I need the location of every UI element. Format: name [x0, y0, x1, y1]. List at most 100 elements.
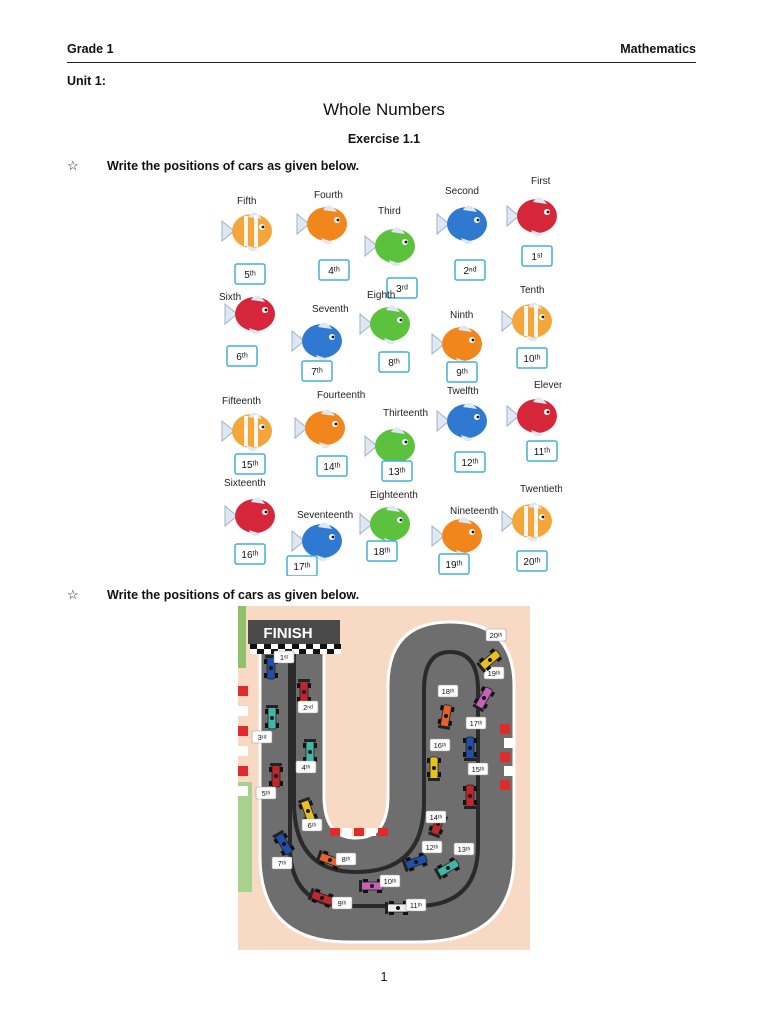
fish-answer: 13ᵗʰ: [388, 467, 405, 478]
race-car-item: 13ᵗʰ: [433, 842, 475, 880]
race-car-item: 17ᵗʰ: [463, 716, 487, 761]
fish-icon: [291, 322, 342, 362]
car-position-label: 18ᵗʰ: [442, 687, 455, 696]
car-position-tag: [379, 874, 401, 888]
fish-icon: [296, 205, 347, 245]
race-car-item: 7ᵗʰ: [271, 829, 296, 870]
race-car-icon: [401, 852, 428, 873]
fish-ordinal-word: Eleventh: [534, 380, 562, 391]
car-position-tag: [335, 852, 357, 866]
answer-box: [234, 543, 266, 565]
fish-item: Second 2ⁿᵈ: [436, 186, 487, 281]
car-position-tag: [485, 628, 507, 642]
fish-answer: 10ᵗʰ: [523, 354, 540, 365]
fish-answer: 3ʳᵈ: [396, 284, 408, 295]
fish-icon: [436, 402, 487, 442]
car-position-tag: [437, 684, 459, 698]
fish-answer: 12ᵗʰ: [461, 458, 478, 469]
fish-icon: [431, 517, 482, 557]
race-car-item: 18ᵗʰ: [437, 684, 459, 730]
fish-ordinal-word: Second: [445, 186, 479, 197]
car-position-tag: [421, 840, 443, 854]
car-position-label: 4ᵗʰ: [302, 763, 311, 772]
answer-box: [226, 345, 258, 367]
fish-icon: [501, 302, 552, 342]
car-position-label: 7ᵗʰ: [278, 859, 287, 868]
fish-icon: [436, 205, 487, 245]
race-car-item: 3ʳᵈ: [251, 705, 279, 744]
star-icon: ☆: [67, 158, 79, 173]
race-car-item: 12ᵗʰ: [401, 840, 443, 873]
fish-answer: 9ᵗʰ: [456, 368, 468, 379]
race-car-item: 5ᵗʰ: [255, 763, 283, 800]
race-car-item: 8ᵗʰ: [315, 849, 357, 870]
fish-answer: 11ᵗʰ: [534, 447, 551, 458]
answer-box: [318, 259, 350, 281]
car-position-label: 8ᵗʰ: [342, 855, 351, 864]
race-car-icon: [269, 763, 283, 788]
race-car-icon: [297, 679, 311, 704]
fish-answer: 5ᵗʰ: [244, 270, 256, 281]
car-position-label: 5ᵗʰ: [262, 789, 271, 798]
answer-box: [438, 553, 470, 575]
car-position-label: 2ⁿᵈ: [303, 703, 313, 712]
race-car-item: 9ᵗʰ: [307, 887, 353, 910]
car-position-label: 16ᵗʰ: [434, 741, 447, 750]
car-position-tag: [273, 650, 295, 664]
question-2-text: Write the positions of cars as given bel…: [107, 588, 360, 602]
fish-answer: 17ᵗʰ: [293, 562, 310, 573]
answer-box: [454, 451, 486, 473]
race-car-icon: [433, 856, 461, 880]
fish-ordinal-word: Tenth: [520, 285, 544, 296]
fish-item: Twentieth 20ᵗʰ: [501, 484, 562, 572]
car-position-tag: [255, 786, 277, 800]
question-2: ☆ Write the positions of cars as given be…: [67, 587, 359, 603]
header-subject: Mathematics: [620, 42, 696, 56]
fish-ordinal-word: Seventh: [312, 304, 349, 315]
fish-ordinal-word: Fourteenth: [317, 390, 365, 401]
car-position-tag: [405, 898, 427, 912]
answer-box: [316, 455, 348, 477]
answer-box: [381, 460, 413, 482]
race-car-item: 19ᵗʰ: [472, 666, 505, 713]
answer-box: [386, 277, 418, 299]
fish-answer: 7ᵗʰ: [311, 367, 323, 378]
race-car-icon: [359, 879, 384, 893]
fish-answer: 16ᵗʰ: [241, 550, 258, 561]
fish-answer: 1ˢᵗ: [531, 252, 542, 263]
answer-box: [366, 540, 398, 562]
fish-answer: 6ᵗʰ: [236, 352, 248, 363]
fish-icon: [294, 409, 345, 449]
car-position-tag: [453, 842, 475, 856]
answer-box: [301, 360, 333, 382]
fish-answer: 20ᵗʰ: [523, 557, 540, 568]
car-position-label: 9ᵗʰ: [338, 899, 347, 908]
fish-answer: 2ⁿᵈ: [464, 266, 477, 277]
car-position-label: 13ᵗʰ: [458, 845, 471, 854]
race-car-item: 1ˢᵗ: [264, 650, 295, 680]
car-position-tag: [467, 762, 489, 776]
answer-box: [378, 351, 410, 373]
car-position-label: 15ᵗʰ: [472, 765, 485, 774]
race-car-icon: [265, 705, 279, 730]
answer-box: [516, 550, 548, 572]
star-icon: ☆: [67, 587, 79, 602]
race-car-icon: [315, 849, 342, 870]
race-car-item: 11ᵗʰ: [385, 898, 427, 915]
car-position-label: 3ʳᵈ: [258, 733, 267, 742]
car-position-tag: [301, 818, 323, 832]
car-position-label: 1ˢᵗ: [280, 653, 289, 662]
car-position-tag: [331, 896, 353, 910]
fish-item: Tenth 10ᵗʰ: [501, 285, 552, 369]
car-position-label: 11ᵗʰ: [410, 901, 422, 910]
car-position-label: 10ᵗʰ: [384, 877, 397, 886]
fish-ordinal-word: Twentieth: [520, 484, 562, 495]
